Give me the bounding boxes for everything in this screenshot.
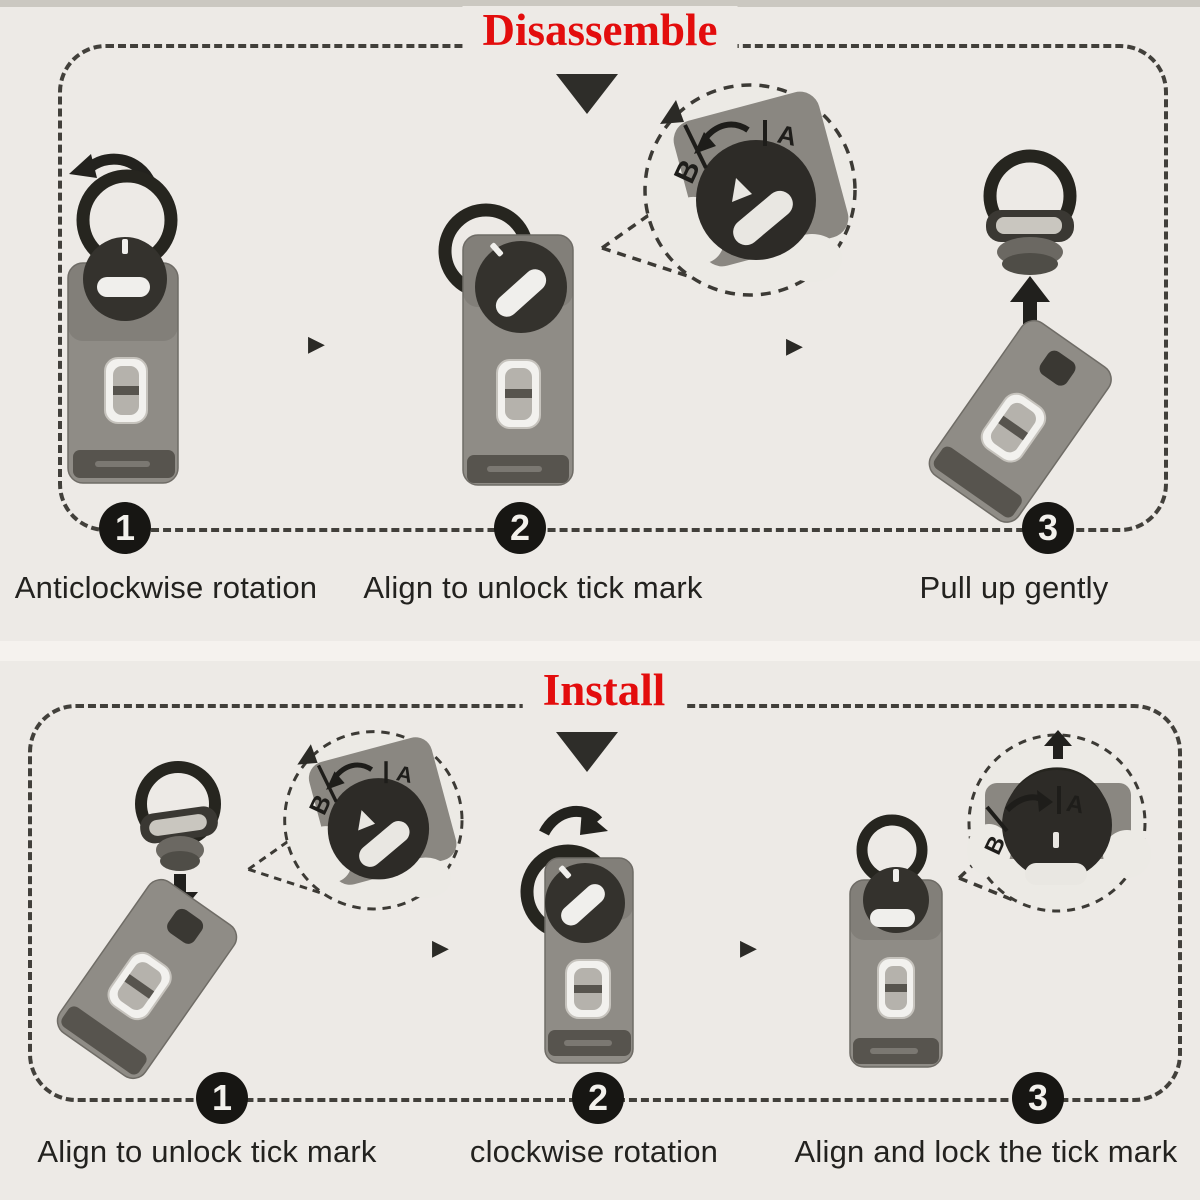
padlock-separated-icon <box>928 149 1112 523</box>
photo-edge-band <box>0 0 1200 7</box>
step-number: 3 <box>1027 1077 1049 1118</box>
step-badge: 1 <box>99 502 151 554</box>
bubble-arrowhead-icon <box>297 744 318 765</box>
step-caption: Align to unlock tick mark <box>363 570 703 605</box>
dial-mark-a: A <box>1064 790 1086 820</box>
zoom-circle: B A <box>957 730 1151 913</box>
step-number: 1 <box>114 507 136 548</box>
disassemble-title: Disassemble <box>462 5 738 56</box>
triangle-down-icon <box>556 74 618 114</box>
step-caption: Anticlockwise rotation <box>14 570 318 605</box>
arrow-right-icon: ▶ <box>308 332 325 357</box>
padlock-anticlockwise-icon <box>67 153 179 484</box>
padlock-clockwise-icon <box>520 806 634 1064</box>
padlock-locked-icon <box>849 814 943 1068</box>
dial-mark-a: A <box>394 760 415 788</box>
bubble-arrowhead-icon <box>660 100 684 124</box>
arrow-right-icon: ▶ <box>740 936 757 961</box>
install-title: Install <box>522 665 686 716</box>
step-badge: 2 <box>494 502 546 554</box>
step-badge: 3 <box>1012 1072 1064 1124</box>
step-caption: clockwise rotation <box>469 1134 719 1169</box>
arrow-right-icon: ▶ <box>786 334 803 359</box>
padlock-align-icon <box>56 761 238 1080</box>
step-number: 3 <box>1037 507 1059 548</box>
lock-body-tilted <box>56 878 238 1080</box>
step-badge: 2 <box>572 1072 624 1124</box>
arrow-right-icon: ▶ <box>432 936 449 961</box>
step-number: 1 <box>211 1077 233 1118</box>
triangle-down-icon <box>556 732 618 772</box>
section-divider-band <box>0 641 1200 661</box>
step-number: 2 <box>509 507 531 548</box>
arrow-up-icon <box>1044 730 1072 746</box>
step-caption: Align to unlock tick mark <box>37 1134 377 1169</box>
padlock-shackle-rotated-icon <box>438 203 574 486</box>
step-number: 2 <box>587 1077 609 1118</box>
zoom-circle: B A <box>247 730 464 911</box>
step-badge: 3 <box>1022 502 1074 554</box>
zoom-circle: B A <box>600 83 857 297</box>
step-badge: 1 <box>196 1072 248 1124</box>
lock-body-tilted <box>928 319 1112 523</box>
step-caption: Align and lock the tick mark <box>794 1134 1178 1169</box>
step-caption: Pull up gently <box>919 570 1109 605</box>
